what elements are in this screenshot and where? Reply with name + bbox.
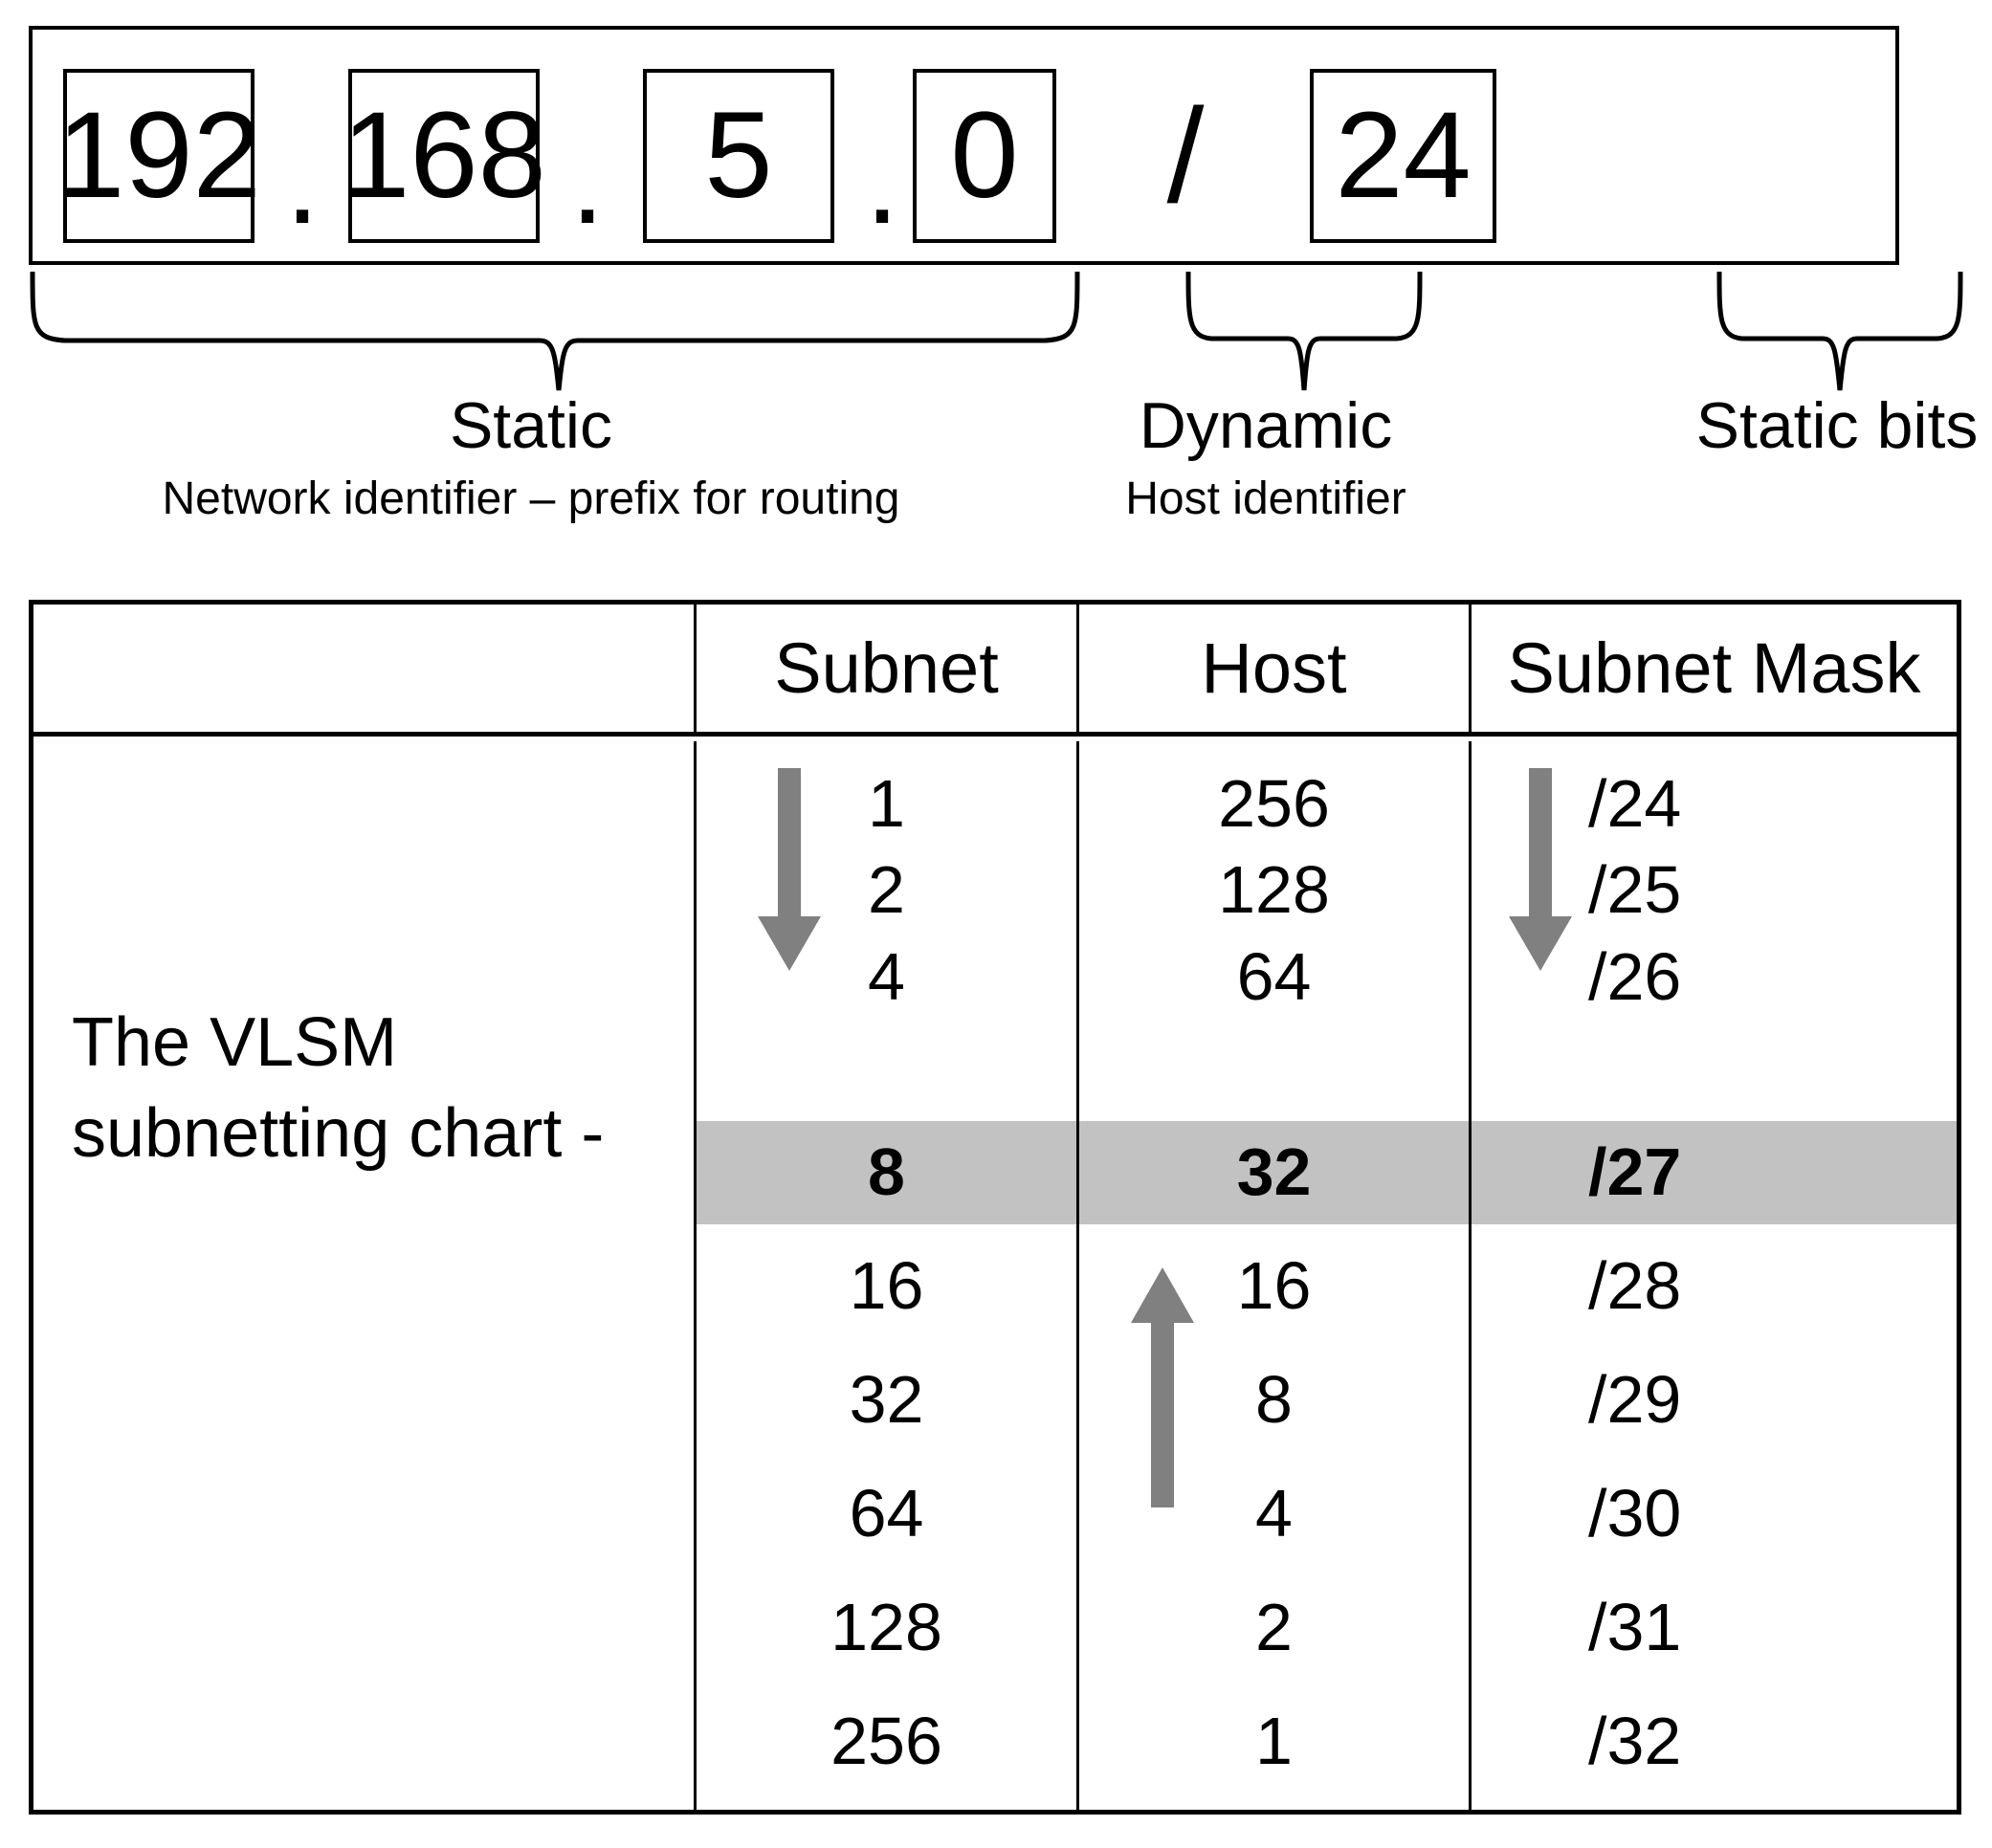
cell-mask-7: /30 [1588, 1476, 1682, 1551]
group-sublabel-dynamic: Host identifier [1125, 473, 1406, 524]
ip-address-panel: 192 . 168 . 5 . 0 / 24 [29, 26, 1899, 265]
body-divider-2 [1076, 741, 1079, 1815]
table-body: The VLSM subnetting chart - 1 [29, 741, 1961, 1815]
cell-host-5: 16 [1236, 1248, 1312, 1323]
group-label-static-bits: Static bits [1695, 389, 1979, 462]
header-divider-1 [694, 600, 697, 732]
cell-host-3: 64 [1236, 939, 1312, 1014]
group-label-static: Static [449, 389, 613, 462]
cell-subnet-5: 16 [849, 1248, 924, 1323]
cell-subnet-6: 32 [849, 1362, 924, 1437]
octet-box-3: 5 [643, 69, 834, 243]
octet-box-4: 0 [913, 69, 1056, 243]
octet-separator-1: . [285, 113, 320, 250]
subnet-mask-down-arrow-icon [1507, 768, 1574, 974]
body-divider-3 [1469, 741, 1472, 1815]
vlsm-chart-table: Subnet Host Subnet Mask The VLSM subnett… [29, 600, 1961, 1815]
cell-subnet-9: 256 [830, 1704, 942, 1778]
column-header-subnet-mask: Subnet Mask [1507, 628, 1921, 708]
host-up-arrow-icon [1129, 1265, 1196, 1509]
cell-mask-6: /29 [1588, 1362, 1682, 1437]
brace-dynamic-host [1184, 270, 1424, 394]
cell-mask-1: /24 [1588, 766, 1682, 841]
cell-host-6: 8 [1255, 1362, 1293, 1437]
cell-host-4: 32 [1236, 1134, 1312, 1209]
cell-host-2: 128 [1218, 852, 1330, 927]
octet-box-2: 168 [342, 69, 546, 243]
subnet-down-arrow-icon [756, 768, 823, 974]
cell-mask-5: /28 [1588, 1248, 1682, 1323]
cell-subnet-7: 64 [849, 1476, 924, 1551]
brace-static-bits [1715, 270, 1964, 394]
octet-box-1: 192 [56, 69, 261, 243]
cell-mask-8: /31 [1588, 1590, 1682, 1664]
cell-mask-3: /26 [1588, 939, 1682, 1014]
octet-separator-3: . [865, 113, 899, 250]
cell-host-9: 1 [1255, 1704, 1293, 1778]
column-header-subnet: Subnet [774, 628, 999, 708]
octet-separator-2: . [570, 113, 605, 250]
column-header-host: Host [1201, 628, 1347, 708]
cell-subnet-4: 8 [868, 1134, 905, 1209]
cell-subnet-2: 2 [868, 852, 905, 927]
column-header-blank [33, 600, 694, 737]
cell-subnet-8: 128 [830, 1590, 942, 1664]
cell-subnet-1: 1 [868, 766, 905, 841]
group-sublabel-static: Network identifier – prefix for routing [162, 473, 900, 524]
group-label-dynamic: Dynamic [1139, 389, 1393, 462]
cell-mask-4: /27 [1588, 1134, 1682, 1209]
table-header-row: Subnet Host Subnet Mask [29, 600, 1961, 737]
highlighted-row-band [697, 1121, 1961, 1224]
header-divider-3 [1469, 600, 1472, 732]
cell-mask-9: /32 [1588, 1704, 1682, 1778]
header-divider-2 [1076, 600, 1079, 732]
table-caption-cell: The VLSM subnetting chart - [72, 1004, 605, 1173]
cell-host-8: 2 [1255, 1590, 1293, 1664]
body-divider-1 [694, 741, 697, 1815]
cell-host-7: 4 [1255, 1476, 1293, 1551]
prefix-length-box: 24 [1310, 69, 1496, 243]
cell-host-1: 256 [1218, 766, 1330, 841]
cell-subnet-3: 4 [868, 939, 905, 1014]
brace-static-network [29, 270, 1081, 394]
prefix-separator-slash: / [1166, 80, 1205, 231]
cell-mask-2: /25 [1588, 852, 1682, 927]
